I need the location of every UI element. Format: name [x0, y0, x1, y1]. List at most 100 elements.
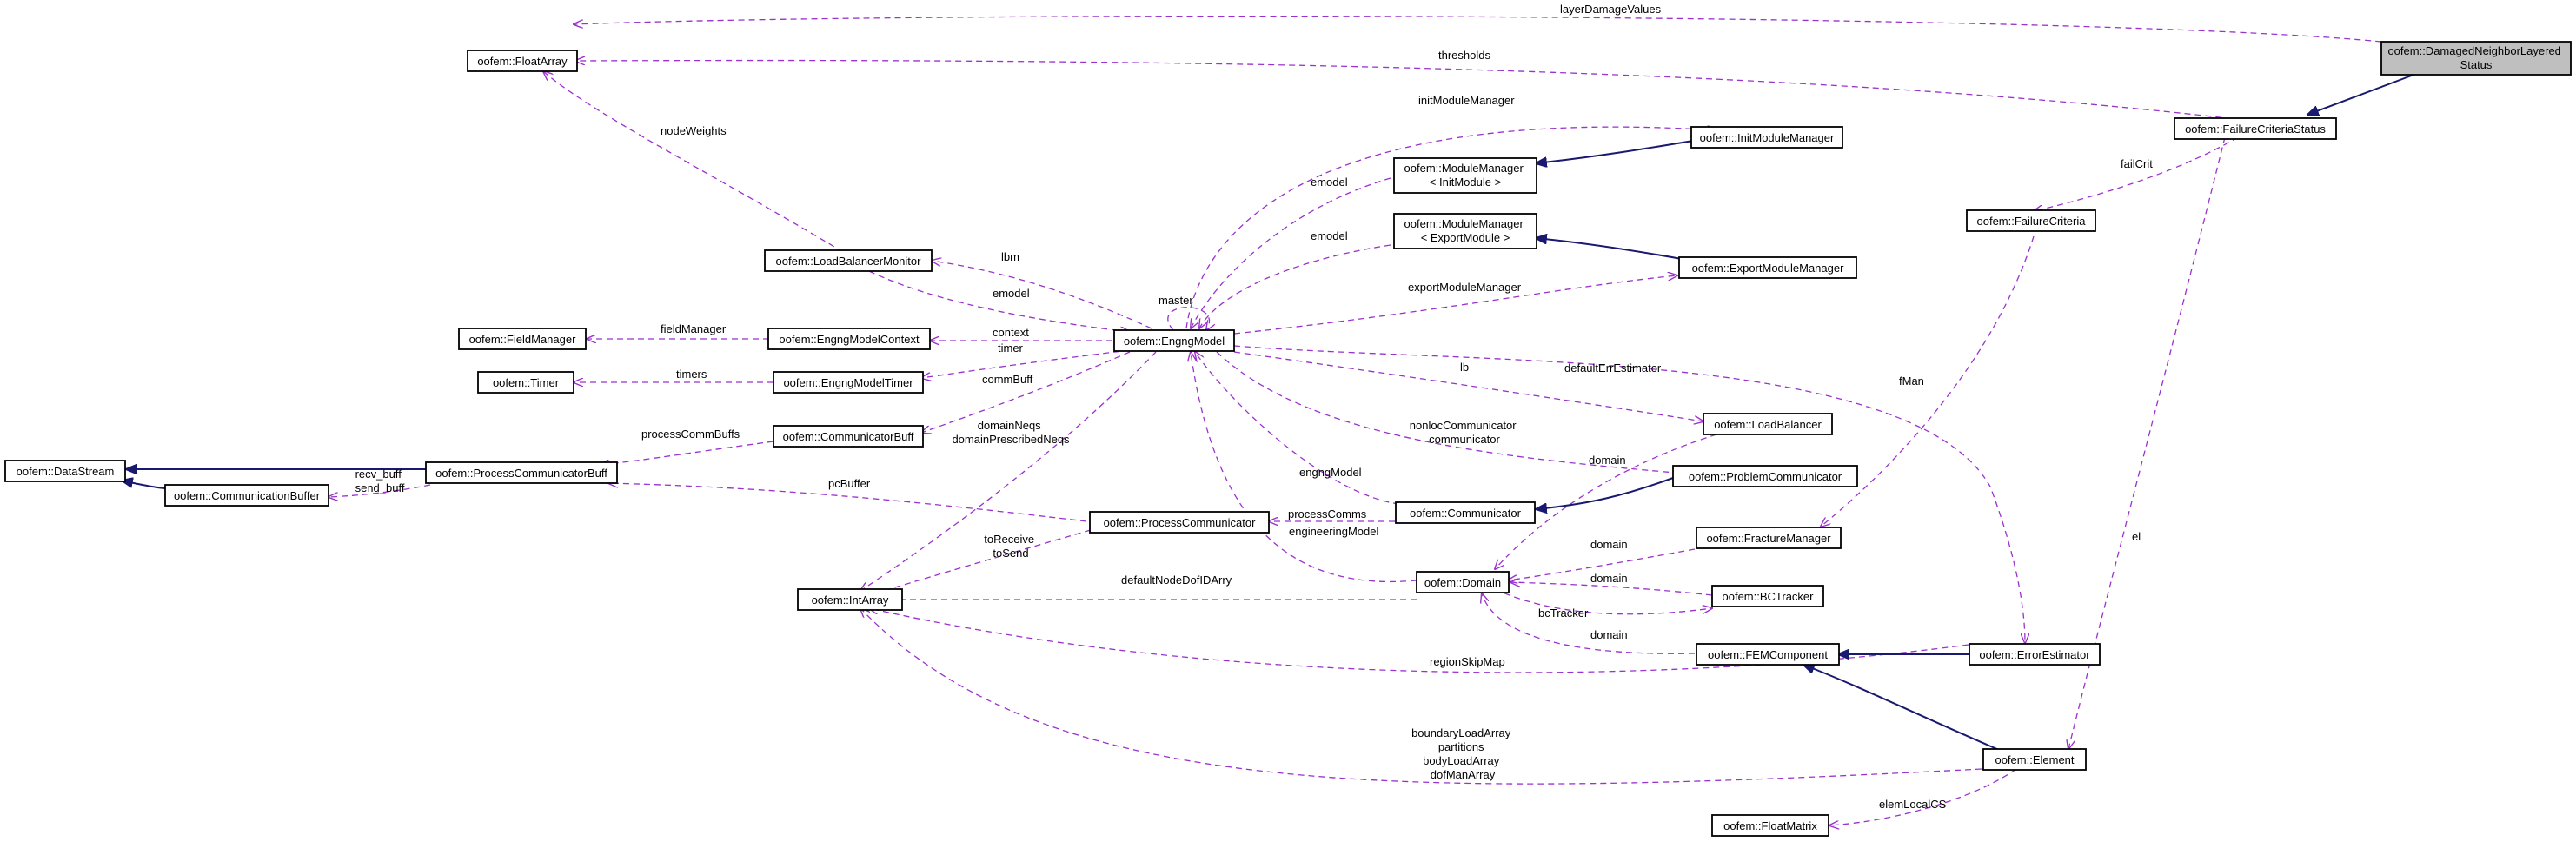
node-fem-component-label: oofem::FEMComponent — [1708, 648, 1828, 661]
edge-inherit-data-stream-cb — [122, 481, 166, 489]
node-element[interactable]: oofem::Element — [1982, 748, 2087, 771]
edge-fail-crit — [2034, 136, 2239, 211]
node-domain-label: oofem::Domain — [1424, 576, 1501, 589]
node-load-balancer-monitor[interactable]: oofem::LoadBalancerMonitor — [764, 249, 933, 272]
label-init-module-manager: initModuleManager — [1418, 94, 1515, 107]
node-float-array[interactable]: oofem::FloatArray — [467, 50, 578, 72]
label-to-receive: toReceive toSend — [984, 533, 1037, 560]
node-float-matrix[interactable]: oofem::FloatMatrix — [1711, 814, 1829, 837]
edge-lb — [1233, 351, 1703, 421]
node-timer[interactable]: oofem::Timer — [477, 371, 574, 394]
node-process-communicator-label: oofem::ProcessCommunicator — [1104, 516, 1257, 529]
node-process-communicator[interactable]: oofem::ProcessCommunicator — [1089, 511, 1270, 534]
node-data-stream[interactable]: oofem::DataStream — [4, 460, 126, 482]
node-process-communicator-buff-label: oofem::ProcessCommunicatorBuff — [435, 467, 607, 480]
label-default-err-estimator: defaultErrEstimator — [1564, 361, 1662, 375]
node-engng-model-timer-label: oofem::EngngModelTimer — [783, 376, 913, 389]
label-nonloc-communicator-line1: nonlocCommunicator — [1410, 419, 1517, 432]
label-domain-bc: domain — [1590, 572, 1628, 585]
label-el: el — [2132, 530, 2141, 543]
node-damaged-status-line1: oofem::DamagedNeighborLayered — [2387, 44, 2560, 57]
edge-f-man — [1821, 235, 2035, 527]
label-nonloc-communicator: nonlocCommunicator communicator — [1410, 419, 1519, 446]
node-communicator-buff[interactable]: oofem::CommunicatorBuff — [773, 425, 924, 448]
node-failure-criteria-status-label: oofem::FailureCriteriaStatus — [2185, 123, 2326, 136]
node-load-balancer[interactable]: oofem::LoadBalancer — [1703, 413, 1833, 435]
node-failure-criteria-status[interactable]: oofem::FailureCriteriaStatus — [2174, 117, 2337, 140]
edge-lbm — [932, 261, 1152, 329]
label-bc-tracker: bcTracker — [1538, 607, 1589, 620]
edge-export-module-manager — [1233, 275, 1677, 335]
node-failure-criteria-label: oofem::FailureCriteria — [1977, 215, 2087, 228]
node-module-manager-export[interactable]: oofem::ModuleManager < ExportModule > — [1393, 213, 1537, 249]
node-field-manager[interactable]: oofem::FieldManager — [458, 328, 587, 350]
label-emodel-export: emodel — [1311, 229, 1348, 242]
label-body-load-array-line3: bodyLoadArray — [1423, 754, 1500, 767]
node-fracture-manager[interactable]: oofem::FractureManager — [1696, 527, 1842, 549]
edge-boundary-load-array — [860, 608, 1982, 785]
node-init-module-manager[interactable]: oofem::InitModuleManager — [1690, 126, 1843, 149]
label-domain-lb: domain — [1589, 454, 1626, 467]
node-module-manager-export-line2: < ExportModule > — [1421, 231, 1510, 244]
edge-thresholds — [575, 61, 2243, 121]
label-master: master — [1159, 294, 1193, 307]
label-recv-buff: recv_buff — [355, 467, 402, 481]
label-partitions-line2: partitions — [1438, 740, 1484, 753]
node-module-manager-export-line1: oofem::ModuleManager — [1404, 217, 1524, 230]
edge-pc-buffer — [608, 483, 1087, 522]
node-module-manager-init-line1: oofem::ModuleManager — [1404, 162, 1524, 175]
node-engng-model[interactable]: oofem::EngngModel — [1113, 329, 1235, 352]
node-data-stream-label: oofem::DataStream — [17, 465, 115, 478]
label-dof-man-array-line4: dofManArray — [1431, 768, 1496, 781]
node-bc-tracker[interactable]: oofem::BCTracker — [1711, 585, 1824, 607]
node-failure-criteria[interactable]: oofem::FailureCriteria — [1966, 209, 2096, 232]
node-field-manager-label: oofem::FieldManager — [469, 333, 577, 346]
node-load-balancer-label: oofem::LoadBalancer — [1714, 418, 1822, 431]
label-nonloc-communicator-line2: communicator — [1429, 433, 1500, 446]
node-int-array[interactable]: oofem::IntArray — [797, 588, 903, 611]
node-float-array-label: oofem::FloatArray — [477, 55, 568, 68]
label-default-node-dof-id-arry: defaultNodeDofIDArry — [1121, 573, 1232, 587]
node-fem-component[interactable]: oofem::FEMComponent — [1696, 643, 1840, 666]
node-engng-model-timer[interactable]: oofem::EngngModelTimer — [773, 371, 924, 394]
label-region-skip-map: regionSkipMap — [1430, 655, 1505, 668]
label-f-man: fMan — [1899, 375, 1924, 388]
label-lb: lb — [1460, 361, 1469, 374]
node-communication-buffer-label: oofem::CommunicationBuffer — [174, 489, 321, 502]
node-float-matrix-label: oofem::FloatMatrix — [1723, 819, 1817, 832]
node-fracture-manager-label: oofem::FractureManager — [1706, 532, 1831, 545]
node-communicator[interactable]: oofem::Communicator — [1395, 501, 1536, 524]
node-module-manager-init[interactable]: oofem::ModuleManager < InitModule > — [1393, 157, 1537, 194]
edge-domain-fem — [1482, 593, 1696, 654]
node-damaged-neighbor-layered-status[interactable]: oofem::DamagedNeighborLayered Status — [2380, 41, 2572, 76]
node-engng-model-context[interactable]: oofem::EngngModelContext — [767, 328, 931, 350]
label-to-receive-line1: toReceive — [984, 533, 1034, 546]
node-module-manager-init-line2: < InitModule > — [1430, 176, 1501, 189]
node-bc-tracker-label: oofem::BCTracker — [1723, 590, 1815, 603]
node-problem-communicator[interactable]: oofem::ProblemCommunicator — [1672, 465, 1858, 487]
label-domain-fracture: domain — [1590, 538, 1628, 551]
edge-timer — [921, 349, 1131, 378]
node-process-communicator-buff[interactable]: oofem::ProcessCommunicatorBuff — [425, 461, 618, 484]
node-export-module-manager[interactable]: oofem::ExportModuleManager — [1678, 256, 1857, 279]
edge-inherit-problem-communicator — [1536, 477, 1674, 509]
edge-domain-bc — [1510, 582, 1713, 596]
edge-inherit-element — [1803, 665, 2000, 751]
label-elem-local-cs: elemLocalCS — [1879, 798, 1947, 811]
label-fail-crit: failCrit — [2121, 157, 2153, 170]
edge-inherit-export-module-manager — [1536, 238, 1683, 260]
node-domain[interactable]: oofem::Domain — [1416, 571, 1510, 593]
label-thresholds: thresholds — [1438, 49, 1490, 62]
node-element-label: oofem::Element — [1995, 753, 2074, 766]
node-error-estimator[interactable]: oofem::ErrorEstimator — [1969, 643, 2101, 666]
label-recv-send-buff: recv_buff send_buff — [355, 467, 405, 494]
edge-process-comm-buffs — [600, 441, 774, 465]
node-init-module-manager-label: oofem::InitModuleManager — [1700, 131, 1835, 144]
label-export-module-manager: exportModuleManager — [1408, 281, 1522, 294]
edge-default-err-estimator — [1233, 345, 2025, 643]
edge-node-weights — [543, 71, 844, 253]
node-communication-buffer[interactable]: oofem::CommunicationBuffer — [164, 484, 329, 507]
node-int-array-label: oofem::IntArray — [812, 593, 889, 607]
edge-inherit-init-module-manager — [1536, 140, 1694, 163]
